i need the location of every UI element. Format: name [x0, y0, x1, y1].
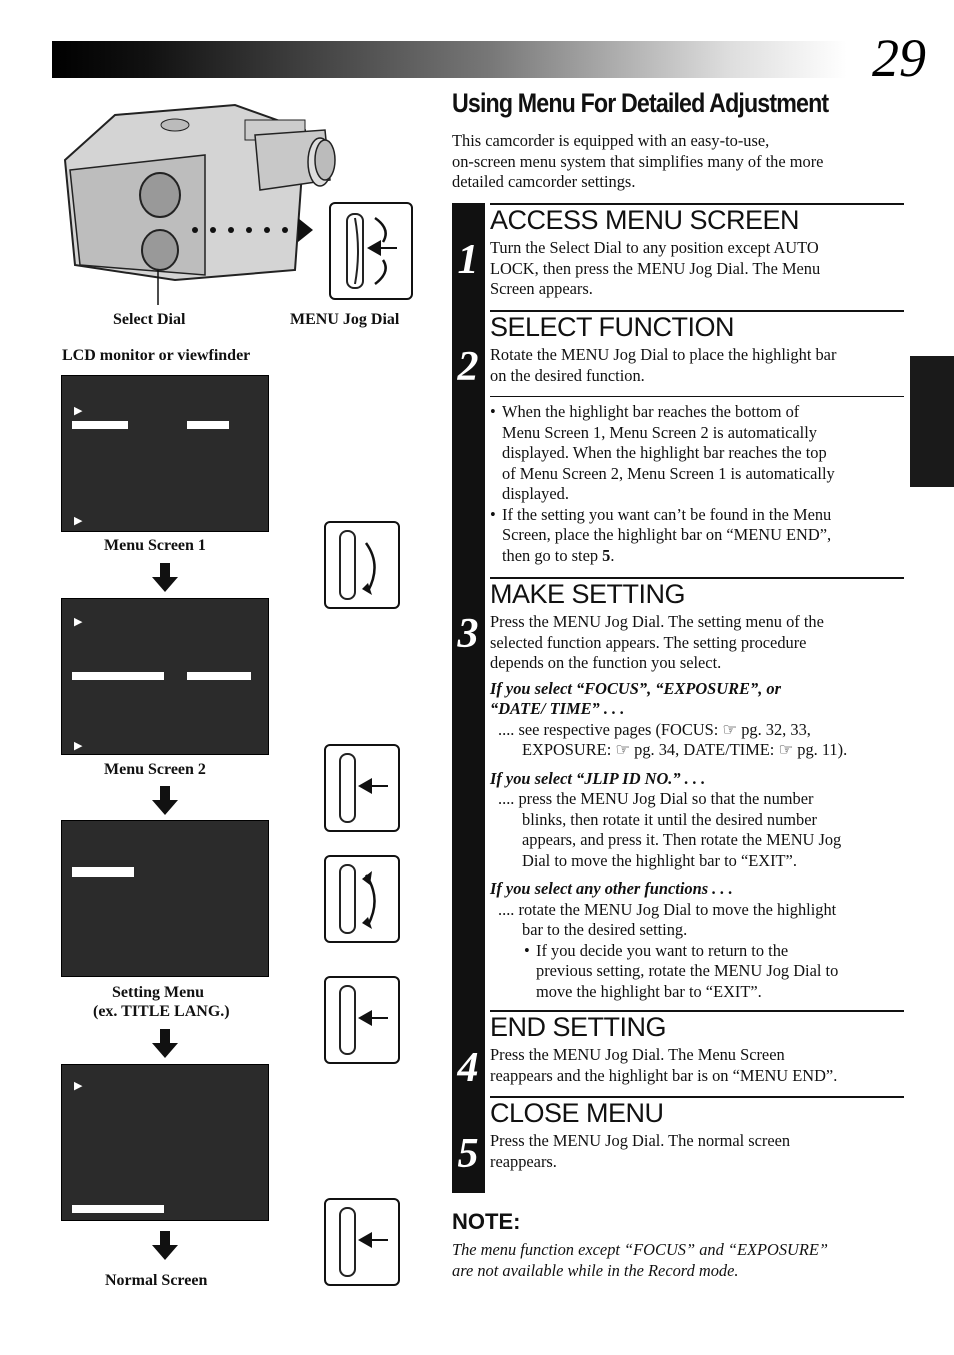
note-heading: NOTE: — [452, 1209, 521, 1234]
setting-menu-screen — [61, 820, 269, 977]
step-number-2: 2 — [457, 344, 479, 390]
menu-jog-dial-label: MENU Jog Dial — [290, 311, 400, 328]
menu-screen-1: ▶ ▶ — [61, 375, 269, 532]
step-number-1: 1 — [457, 237, 479, 283]
jog-dial-rotate-icon — [324, 855, 400, 943]
step-3-text: Press the MENU Jog Dial. The setting men… — [490, 612, 848, 1001]
blinking-setting — [187, 672, 251, 680]
down-arrow-icon — [152, 786, 178, 815]
thin-divider — [490, 396, 904, 397]
note-text: The menu function except “FOCUS” and “EX… — [452, 1240, 829, 1280]
cursor-icon: ▶ — [74, 740, 83, 752]
highlight-bar — [72, 1205, 164, 1213]
divider — [490, 1096, 904, 1098]
jog-dial-rotate-icon — [324, 521, 400, 609]
down-arrow-icon — [152, 1231, 178, 1260]
menu-screen-2-label: Menu Screen 2 — [104, 761, 206, 778]
step-2-bullets: • When the highlight bar reaches the bot… — [490, 402, 835, 565]
setting-menu-example-label: (ex. TITLE LANG.) — [93, 1003, 230, 1020]
divider — [490, 577, 904, 579]
cursor-icon: ▶ — [74, 1080, 83, 1092]
menu-screen-2: ▶ ▶ — [61, 598, 269, 755]
highlight-bar — [72, 867, 134, 877]
step-5-title: CLOSE MENU — [490, 1098, 664, 1128]
camcorder-illustration — [63, 103, 336, 305]
step-number-4: 4 — [457, 1045, 479, 1091]
normal-screen-label: Normal Screen — [105, 1272, 208, 1289]
page-title: Using Menu For Detailed Adjustment — [452, 88, 829, 118]
step-1-text: Turn the Select Dial to any position exc… — [490, 238, 821, 298]
divider — [490, 203, 904, 205]
highlight-bar — [72, 421, 128, 429]
intro-text: This camcorder is equipped with an easy-… — [452, 131, 824, 191]
blinking-setting — [187, 421, 229, 429]
step-3-title: MAKE SETTING — [490, 579, 686, 609]
down-arrow-icon — [152, 1029, 178, 1058]
highlight-bar — [72, 672, 164, 680]
step-5-text: Press the MENU Jog Dial. The normal scre… — [490, 1131, 791, 1171]
header-gradient-bar — [52, 41, 847, 78]
cursor-icon: ▶ — [74, 616, 83, 628]
step-2-text: Rotate the MENU Jog Dial to place the hi… — [490, 345, 837, 385]
step-4-title: END SETTING — [490, 1012, 667, 1042]
lcd-label: LCD monitor or viewfinder — [62, 347, 251, 364]
down-arrow-icon — [152, 563, 178, 592]
cursor-icon: ▶ — [74, 405, 83, 417]
step-4-text: Press the MENU Jog Dial. The Menu Screen… — [490, 1045, 838, 1085]
jog-dial-press-icon — [324, 976, 400, 1064]
setting-menu-label: Setting Menu — [112, 984, 204, 1001]
menu-screen-1-label: Menu Screen 1 — [104, 537, 206, 554]
divider — [490, 1010, 904, 1012]
step-number-5: 5 — [457, 1131, 479, 1177]
normal-screen: ▶ — [61, 1064, 269, 1221]
jog-dial-rotate-press-icon — [329, 202, 413, 300]
page-number: 29 — [872, 28, 926, 88]
divider — [490, 310, 904, 312]
cursor-icon: ▶ — [74, 515, 83, 527]
step-number-3: 3 — [457, 611, 479, 657]
select-dial-label: Select Dial — [113, 311, 186, 328]
step-1-title: ACCESS MENU SCREEN — [490, 205, 800, 235]
jog-dial-press-icon — [324, 744, 400, 832]
step-bar — [452, 203, 485, 1193]
section-tab — [910, 356, 954, 487]
jog-dial-press-icon — [324, 1198, 400, 1286]
step-2-title: SELECT FUNCTION — [490, 312, 735, 342]
